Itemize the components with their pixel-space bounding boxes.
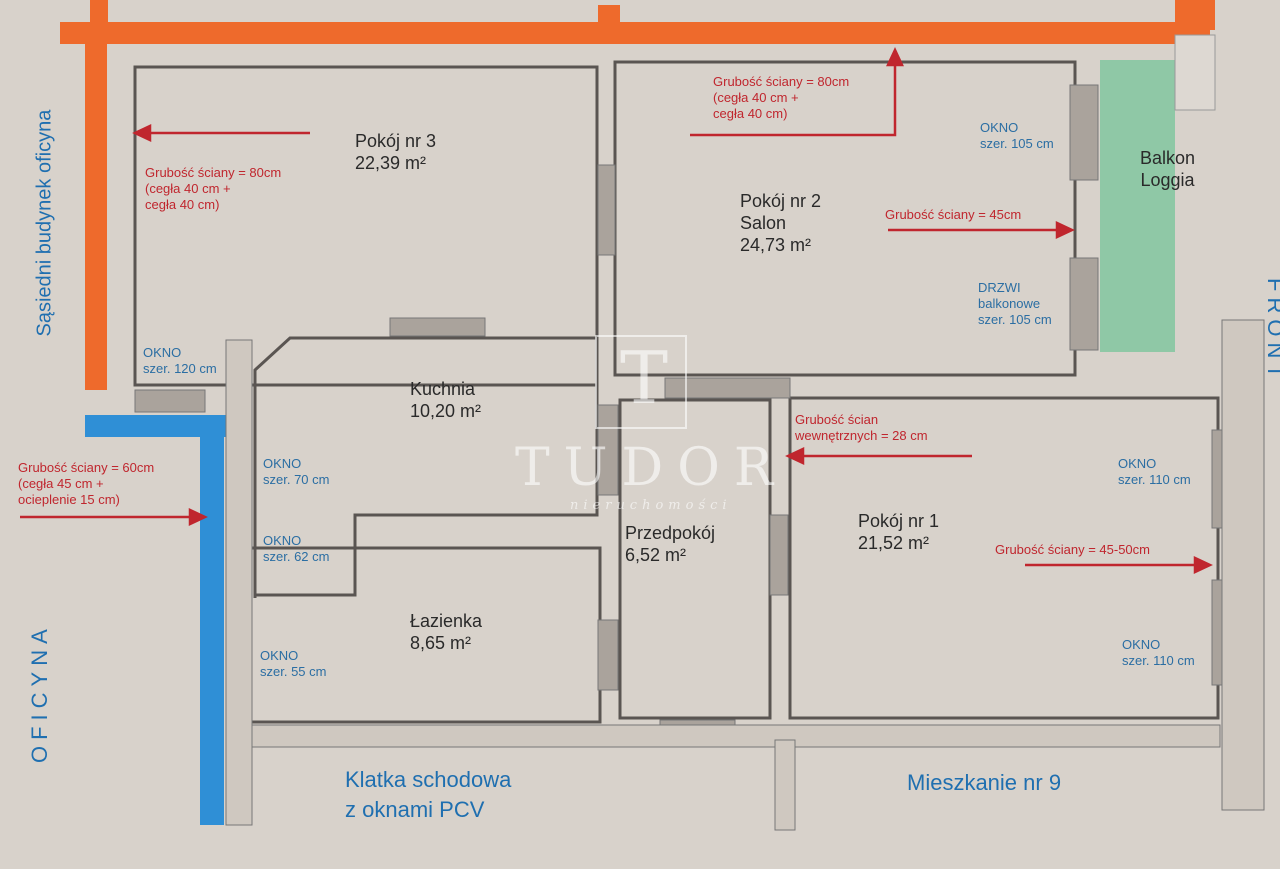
room-area: 24,73 m² <box>740 235 812 255</box>
apartment-9-label: Mieszkanie nr 9 <box>907 770 1062 795</box>
room-name: Pokój nr 2 <box>740 191 822 211</box>
room-area: 21,52 m² <box>858 533 930 553</box>
wall-note: Grubość ściany = 45-50cm <box>995 542 1150 557</box>
room-sub: Salon <box>740 213 787 233</box>
room-name: Kuchnia <box>410 379 476 399</box>
balcony-area <box>1100 60 1175 352</box>
room-area: 22,39 m² <box>355 153 427 173</box>
neighbor-building-label: Sąsiedni budynek oficyna <box>33 109 56 337</box>
wall-note: Grubość ściany = 45cm <box>885 207 1022 222</box>
room-name: Pokój nr 1 <box>858 511 940 531</box>
watermark-monogram: T <box>620 336 669 420</box>
oficyna-label: OFICYNA <box>27 623 52 763</box>
watermark-tagline: nieruchomości <box>570 498 732 513</box>
wall-note: Grubość ściany = 60cm(cegła 45 cm +ociep… <box>18 460 155 507</box>
room-area: 10,20 m² <box>410 401 482 421</box>
wall-note: Grubość ściany = 80cm(cegła 40 cm +cegła… <box>145 165 282 212</box>
room-area: 6,52 m² <box>625 545 687 565</box>
watermark-box <box>595 335 687 429</box>
watermark-brand: TUDOR <box>515 438 787 498</box>
dimension-arrows <box>20 47 1213 574</box>
room-sub: Loggia <box>1140 170 1195 190</box>
room-name: Pokój nr 3 <box>355 131 437 151</box>
wall-note: Grubość ściany = 80cm(cegła 40 cm +cegła… <box>713 74 850 121</box>
room-name: Balkon <box>1139 148 1196 168</box>
room-name: Przedpokój <box>625 523 716 543</box>
exterior-walls <box>60 0 1216 825</box>
windows-doors <box>134 84 1265 831</box>
room-name: Łazienka <box>410 611 483 631</box>
room-area: 8,65 m² <box>410 633 472 653</box>
front-label: FRONT <box>1263 278 1280 384</box>
